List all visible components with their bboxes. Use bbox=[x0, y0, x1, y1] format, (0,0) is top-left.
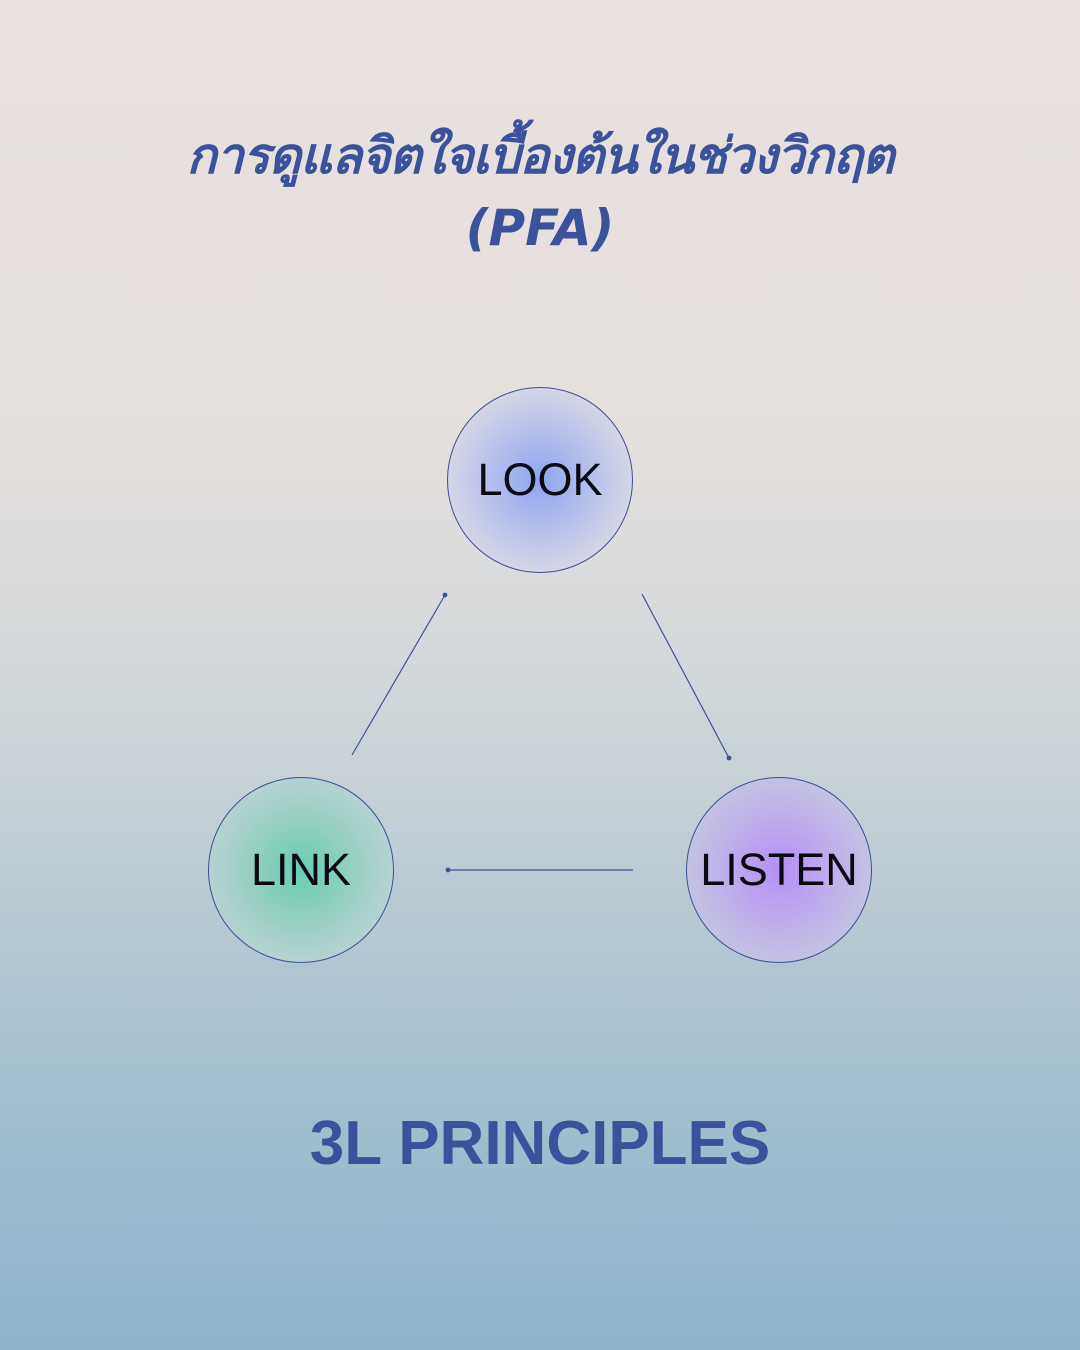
edge-look-to-listen bbox=[641, 593, 730, 759]
node-link-label: LINK bbox=[250, 844, 352, 895]
edge-link-to-look bbox=[351, 594, 446, 756]
footer-heading: 3L PRINCIPLES bbox=[309, 1109, 771, 1178]
node-listen-label: LISTEN bbox=[700, 844, 858, 895]
edge-listen-to-link-arrowhead bbox=[445, 867, 451, 873]
node-look-label: LOOK bbox=[477, 454, 603, 505]
edge-look-to-listen-arrowhead bbox=[726, 755, 732, 761]
node-look: LOOK bbox=[447, 387, 633, 573]
edge-link-to-look-arrowhead bbox=[442, 592, 448, 598]
title-thai: การดูแลจิตใจเบื้องต้นในช่วงวิกฤต bbox=[186, 127, 894, 185]
node-link: LINK bbox=[208, 777, 394, 963]
node-listen: LISTEN bbox=[686, 777, 872, 963]
title-abbreviation: (PFA) bbox=[465, 199, 615, 257]
